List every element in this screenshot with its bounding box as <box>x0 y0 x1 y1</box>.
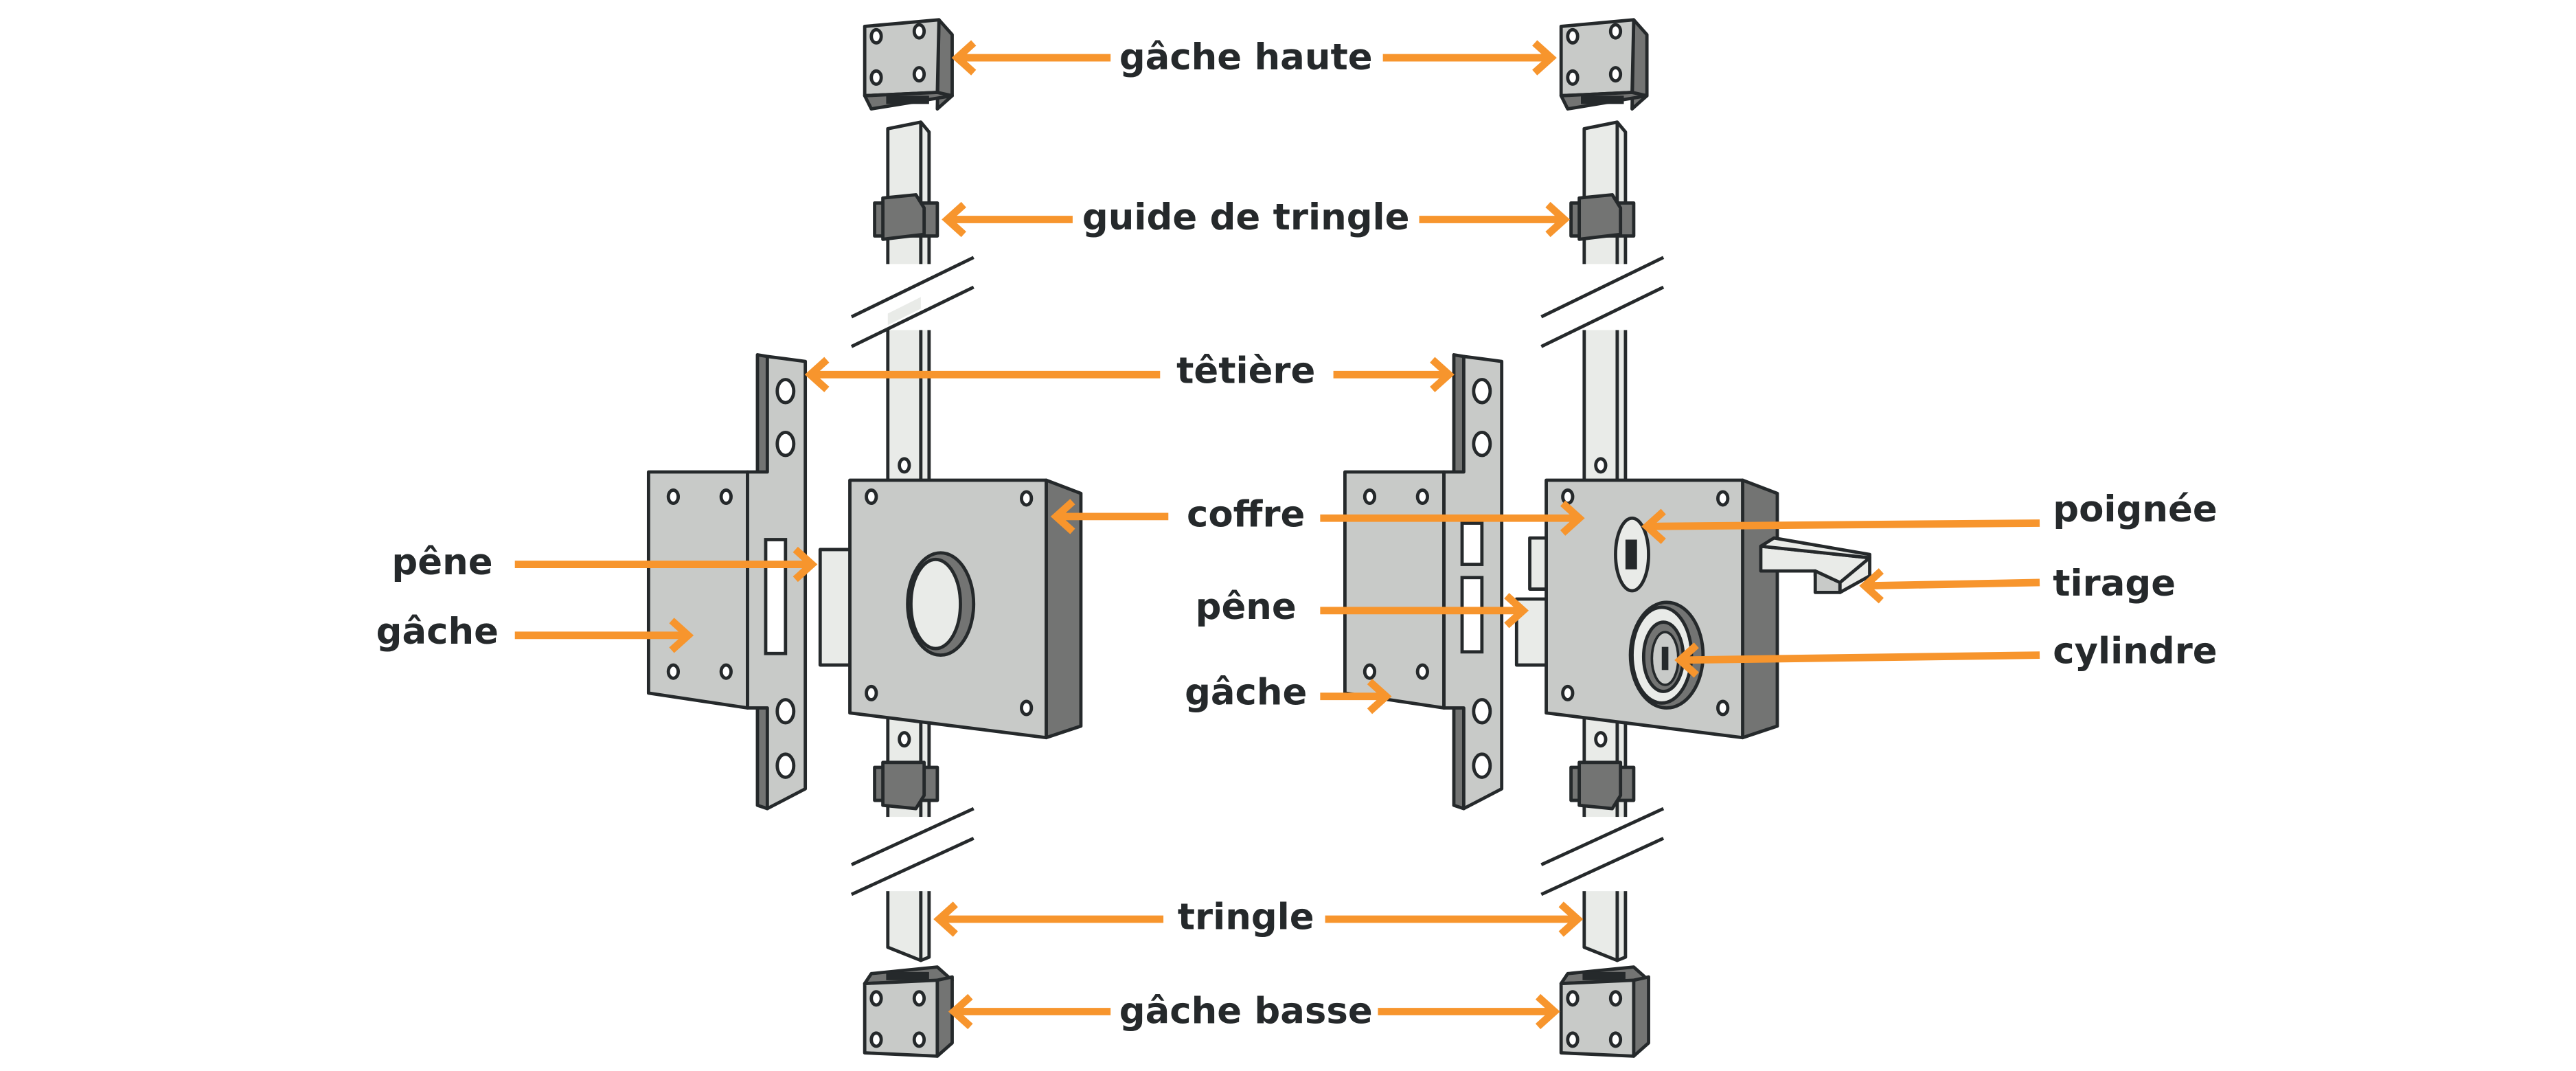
right-faceplate <box>1442 353 1504 811</box>
callout-arrows <box>514 40 2040 1030</box>
arrow-poignee <box>1641 508 2040 544</box>
label-pene-center: pêne <box>1196 586 1297 628</box>
right-bottom-strike <box>1559 965 1650 1058</box>
label-coffre: coffre <box>1187 493 1305 535</box>
arrow-cylindre <box>1674 642 2040 678</box>
arrow-pene-left <box>514 546 818 583</box>
pull-handle <box>1759 536 1871 594</box>
arrow-coffre <box>1050 499 1585 536</box>
label-tringle: tringle <box>1178 896 1314 938</box>
arrow-gache-center <box>1320 679 1392 714</box>
right-rod-break-top <box>1540 256 1674 348</box>
part-labels: gâche haute guide de tringle têtière cof… <box>376 36 2218 1032</box>
right-keeper <box>1343 470 1446 710</box>
left-bottom-strike <box>863 965 954 1058</box>
right-top-strike <box>1559 18 1649 111</box>
left-top-strike <box>863 18 954 111</box>
left-rod-break-top <box>845 256 977 348</box>
label-poignee: poignée <box>2053 488 2217 530</box>
label-gache-center: gâche <box>1185 672 1307 714</box>
right-rod-break-bottom <box>1540 807 1674 897</box>
label-gache-haute: gâche haute <box>1119 36 1373 78</box>
left-rod-break-bottom <box>845 807 977 897</box>
label-pene-left: pêne <box>391 541 492 583</box>
left-case <box>848 478 1083 740</box>
left-lock-assembly <box>646 18 1083 1058</box>
arrow-gache-basse <box>948 993 1560 1030</box>
right-rod-guide-top <box>1569 193 1636 241</box>
arrow-pene-center <box>1320 593 1529 629</box>
left-rod-guide-top <box>873 193 939 241</box>
arrow-tirage <box>1859 568 2040 604</box>
label-cylindre: cylindre <box>2053 631 2217 673</box>
right-lock-assembly <box>1343 18 1871 1058</box>
left-keeper <box>646 470 749 710</box>
label-guide-de-tringle: guide de tringle <box>1082 196 1410 238</box>
arrow-guide-de-tringle <box>942 201 1571 238</box>
arrow-gache-haute <box>951 40 1557 76</box>
label-tirage: tirage <box>2053 563 2176 605</box>
left-rod-guide-bottom <box>873 760 939 811</box>
arrow-tringle <box>933 901 1584 937</box>
arrow-tetiere <box>804 357 1455 392</box>
right-case <box>1545 478 1779 740</box>
cylinder <box>1628 600 1705 710</box>
label-gache-left: gâche <box>376 611 499 653</box>
left-bolt <box>818 548 855 667</box>
left-faceplate <box>746 353 808 811</box>
label-tetiere: têtière <box>1176 350 1315 392</box>
label-gache-basse: gâche basse <box>1119 990 1373 1032</box>
right-rod-guide-bottom <box>1569 760 1636 811</box>
arrow-gache-left <box>514 618 694 653</box>
